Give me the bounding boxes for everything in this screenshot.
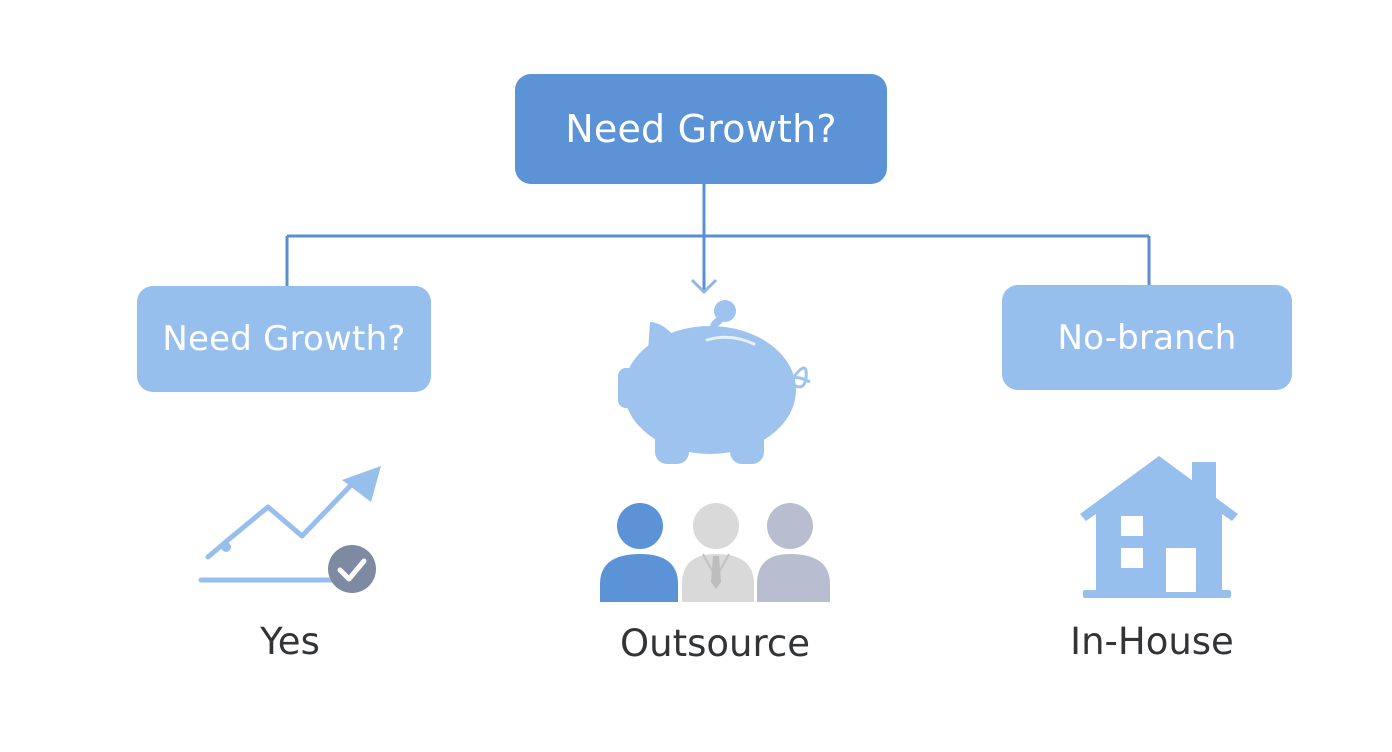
outsource-outcome-label: Outsource xyxy=(620,622,810,665)
root-node-label: Need Growth? xyxy=(565,107,837,151)
root-decision-node: Need Growth? xyxy=(515,74,887,184)
down-arrow-head xyxy=(690,278,718,295)
yes-outcome-label: Yes xyxy=(260,620,320,663)
left-node-label: Need Growth? xyxy=(162,319,406,359)
right-branch-node: No-branch xyxy=(1002,285,1292,390)
inhouse-outcome-label: In-House xyxy=(1070,620,1234,663)
right-node-label: No-branch xyxy=(1057,317,1237,358)
left-branch-node: Need Growth? xyxy=(137,286,431,392)
